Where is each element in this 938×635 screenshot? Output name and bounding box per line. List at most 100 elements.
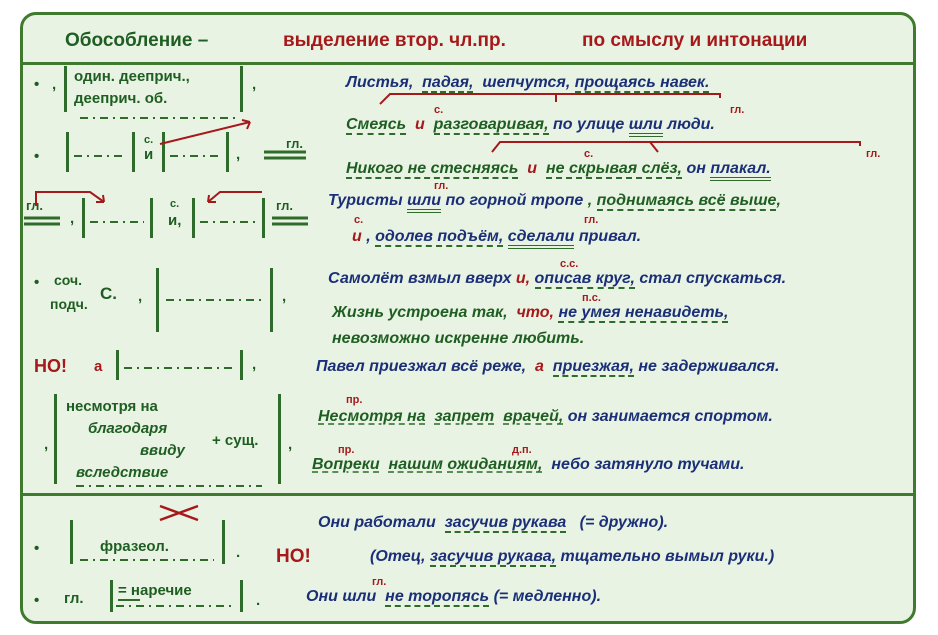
verb-label: гл. bbox=[64, 590, 84, 607]
conjunction-letter: С. bbox=[100, 284, 117, 303]
phraseologism: фразеол. bbox=[100, 538, 169, 555]
example-3: Никого не стесняясь и не скрывая слёз, о… bbox=[346, 160, 771, 181]
bullet: • bbox=[34, 148, 40, 165]
arrow-ex3 bbox=[491, 141, 861, 153]
bar bbox=[240, 66, 243, 112]
conjunction-a: а bbox=[94, 358, 103, 375]
example-9: Павел приезжал всё реже, а приезжая, не … bbox=[316, 358, 780, 377]
label-conj: с. bbox=[584, 148, 594, 160]
label-verb: гл. bbox=[866, 148, 881, 160]
label-conj: с. bbox=[434, 104, 444, 116]
comma: , bbox=[252, 76, 257, 93]
arrow-ex3b bbox=[649, 141, 659, 153]
bar bbox=[156, 268, 159, 332]
arrow-gl-left bbox=[159, 121, 251, 145]
bar bbox=[240, 350, 243, 380]
exception-label: НО! bbox=[276, 546, 311, 567]
label-preposition: пр. bbox=[338, 444, 355, 456]
preposition-in-view: ввиду bbox=[140, 442, 185, 459]
conjunction-i: и, bbox=[168, 212, 182, 229]
example-11: Вопреки нашим ожиданиям, небо затянуло т… bbox=[312, 456, 745, 473]
arrow-head bbox=[207, 194, 216, 203]
comma: , bbox=[138, 288, 143, 305]
label-verb: гл. bbox=[434, 180, 449, 192]
example-6: Самолёт взмыл вверх и, описав круг, стал… bbox=[328, 270, 787, 289]
title-part3: по смыслу и интонации bbox=[582, 30, 808, 51]
bar bbox=[270, 268, 273, 332]
arrow-ex1 bbox=[379, 93, 721, 105]
preposition-thanks: благодаря bbox=[88, 420, 168, 437]
title-divider bbox=[20, 62, 916, 65]
period: . bbox=[236, 544, 241, 561]
label-compound: с.с. bbox=[560, 258, 579, 270]
bar bbox=[70, 520, 73, 564]
bar bbox=[116, 350, 119, 380]
example-2: Смеясь и разговаривая, по улице шли люди… bbox=[346, 116, 715, 137]
conjunction-label: с. bbox=[144, 134, 154, 146]
bar bbox=[222, 520, 225, 564]
example-10: Несмотря на запрет врачей, он занимается… bbox=[318, 408, 773, 425]
plus-noun: + сущ. bbox=[212, 432, 259, 449]
verb-label: гл. bbox=[286, 136, 303, 151]
example-4: Туристы шли по горной тропе , поднимаясь… bbox=[328, 192, 781, 213]
scheme-participle-phrase: дееприч. об. bbox=[74, 90, 168, 107]
bar bbox=[110, 580, 113, 612]
bar bbox=[278, 394, 281, 484]
verb-label: гл. bbox=[26, 198, 43, 213]
comma: , bbox=[52, 76, 57, 93]
bullet: • bbox=[34, 592, 40, 609]
cross-out bbox=[159, 504, 199, 522]
bar bbox=[82, 198, 85, 238]
bar bbox=[66, 132, 69, 172]
bar bbox=[240, 580, 243, 612]
example-7: Жизнь устроена так, что, не умея ненавид… bbox=[332, 304, 729, 323]
example-12: Они работали засучив рукава (= дружно). bbox=[318, 514, 669, 533]
adverb-equivalent: = наречие bbox=[118, 582, 192, 599]
period: . bbox=[256, 592, 261, 609]
label-verb: гл. bbox=[730, 104, 745, 116]
bullet: • bbox=[34, 540, 40, 557]
comma: , bbox=[236, 146, 241, 163]
label-preposition: пр. bbox=[346, 394, 363, 406]
example-8: невозможно искренне любить. bbox=[332, 330, 585, 347]
label-conj: с. bbox=[354, 214, 364, 226]
comma: , bbox=[282, 288, 287, 305]
conjunction-i: и bbox=[144, 146, 154, 163]
label-complex: п.с. bbox=[582, 292, 601, 304]
example-13: (Отец, засучив рукава, тщательно вымыл р… bbox=[370, 548, 775, 567]
conjunction-label: с. bbox=[170, 198, 180, 210]
preposition-due-to: вследствие bbox=[76, 464, 169, 481]
bar bbox=[162, 132, 165, 172]
label-verb: гл. bbox=[372, 576, 387, 588]
rule-card bbox=[20, 12, 916, 624]
exception-label: НО! bbox=[34, 356, 67, 376]
example-5: и , одолев подъём, сделали привал. bbox=[352, 228, 641, 249]
example-1: Листья, падая, шепчутся, прощаясь навек. bbox=[346, 74, 710, 93]
bullet: • bbox=[34, 76, 40, 93]
arrow-head bbox=[241, 119, 251, 130]
comma: , bbox=[44, 436, 49, 453]
label-dative: д.п. bbox=[512, 444, 532, 456]
arrow-head bbox=[96, 194, 105, 203]
coordinating-label: соч. bbox=[54, 272, 83, 288]
preposition-despite: несмотря на bbox=[66, 398, 158, 415]
comma: , bbox=[70, 210, 75, 227]
bar bbox=[262, 198, 265, 238]
title-part1: Обособление – bbox=[65, 30, 209, 51]
bar bbox=[132, 132, 135, 172]
title-part2: выделение втор. чл.пр. bbox=[283, 30, 506, 51]
arrow-gl-back bbox=[207, 191, 262, 203]
bar bbox=[150, 198, 153, 238]
bar bbox=[64, 66, 67, 112]
bar bbox=[226, 132, 229, 172]
comma: , bbox=[288, 436, 293, 453]
verb-label: гл. bbox=[276, 198, 293, 213]
section-divider bbox=[20, 493, 916, 496]
arrow-gl-right bbox=[35, 191, 105, 206]
bar bbox=[54, 394, 57, 484]
comma: , bbox=[252, 356, 257, 373]
label-verb: гл. bbox=[584, 214, 599, 226]
subordinating-label: подч. bbox=[50, 296, 88, 312]
example-14: Они шли не торопясь (= медленно). bbox=[306, 588, 602, 607]
